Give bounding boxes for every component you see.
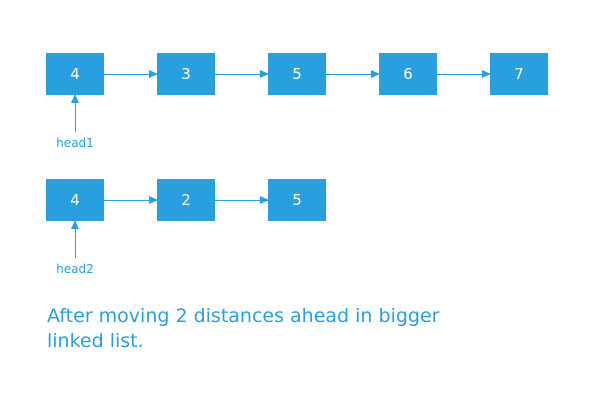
list1-node-4: 7 <box>490 53 548 95</box>
head2-label: head2 <box>56 262 94 276</box>
list2-arrow-0 <box>104 196 158 204</box>
head2-pointer-arrow <box>71 220 79 258</box>
head1-label: head1 <box>56 136 94 150</box>
list1-arrow-0 <box>104 70 158 78</box>
list1-arrow-2 <box>326 70 380 78</box>
list1-node-2: 5 <box>268 53 326 95</box>
list2-node-1: 2 <box>157 179 215 221</box>
list1-node-3: 6 <box>379 53 437 95</box>
list2-node-2: 5 <box>268 179 326 221</box>
list1-arrow-1 <box>215 70 269 78</box>
diagram-caption: After moving 2 distances ahead in bigger… <box>47 305 440 352</box>
list1-node-0: 4 <box>46 53 104 95</box>
list2-node-0: 4 <box>46 179 104 221</box>
list2-arrow-1 <box>215 196 269 204</box>
head1-pointer-arrow <box>71 94 79 132</box>
list1-node-1: 3 <box>157 53 215 95</box>
list1-arrow-3 <box>437 70 491 78</box>
